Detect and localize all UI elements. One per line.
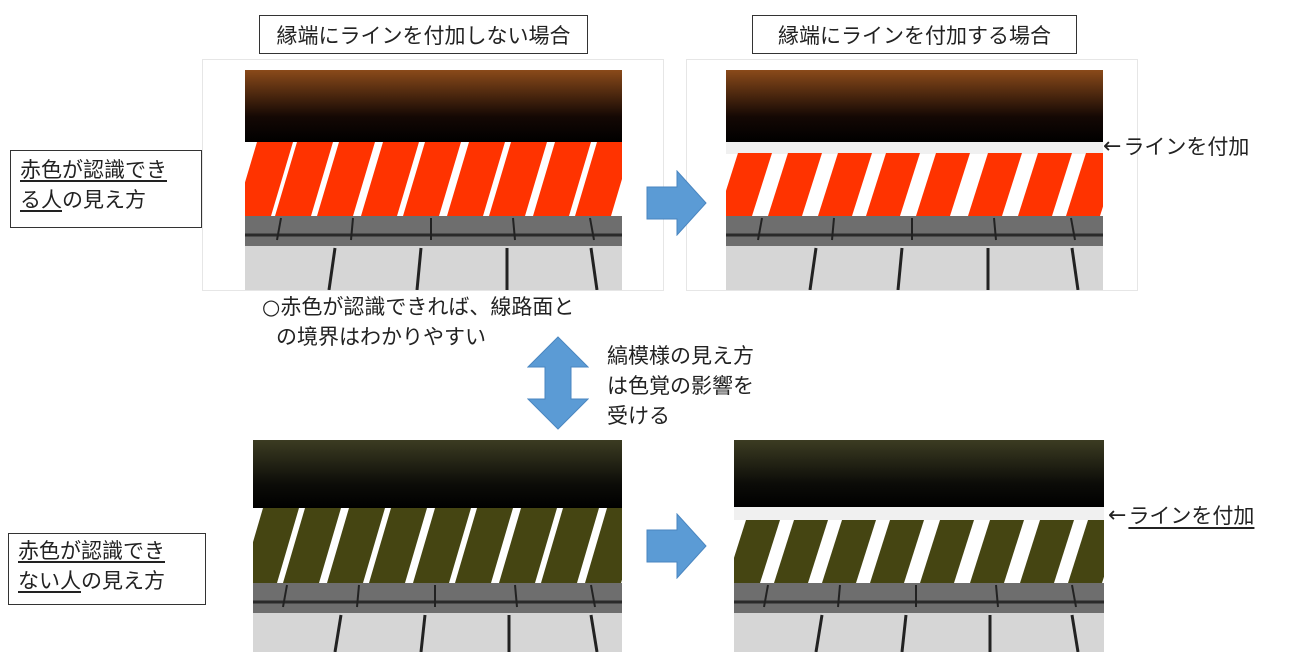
left-arrow-icon: ←: [1103, 133, 1122, 159]
track-area: [253, 440, 622, 508]
red-stripes: [245, 142, 622, 216]
curb: [734, 583, 1104, 613]
platform-red-without-line: [245, 70, 622, 290]
track-area: [245, 70, 622, 142]
track-area: [734, 440, 1104, 507]
header-without-line: 縁端にラインを付加しない場合: [259, 15, 588, 54]
header-without-line-text: 縁端にラインを付加しない場合: [276, 23, 571, 48]
row-label-red-not-visible-underlined-1: 赤色が認識でき: [18, 539, 165, 563]
curb: [253, 583, 622, 613]
boundary-note-line-2: の境界はわかりやすい: [276, 325, 486, 349]
curb: [245, 216, 622, 246]
stripe-note-line-2: は色覚の影響を: [607, 374, 754, 398]
boundary-note: ○赤色が認識できれば、線路面と の境界はわかりやすい: [262, 292, 574, 352]
stripe-note-line-3: 受ける: [607, 404, 670, 428]
boundary-note-line-1: ○赤色が認識できれば、線路面と: [262, 295, 575, 319]
blue-right-arrow-icon: [646, 170, 707, 236]
left-arrow-icon: ←: [1108, 502, 1127, 528]
platform-surface: [253, 613, 622, 652]
blue-right-arrow-icon: [646, 513, 707, 579]
stripe-note: 縞模様の見え方 は色覚の影響を 受ける: [607, 341, 754, 431]
top-right-frame: [686, 59, 1138, 291]
olive-stripes: [734, 520, 1104, 583]
row-label-red-visible-rest: の見え方: [62, 188, 146, 212]
added-edge-line: [734, 507, 1104, 520]
header-with-line: 縁端にラインを付加する場合: [752, 15, 1077, 54]
platform-surface: [734, 613, 1104, 652]
platform-olive-with-line: [734, 440, 1104, 652]
platform-red-with-line: [726, 70, 1103, 290]
red-stripes: [726, 153, 1103, 216]
blue-up-down-arrow-icon: [527, 336, 589, 430]
added-edge-line: [726, 142, 1103, 154]
platform-surface: [245, 246, 622, 290]
platform-surface: [726, 246, 1103, 290]
olive-stripes: [253, 508, 622, 583]
stripe-note-line-1: 縞模様の見え方: [607, 344, 754, 368]
curb: [726, 216, 1103, 246]
row-label-red-visible-underlined-1: 赤色が認識でき: [20, 158, 167, 182]
callout-add-line-bottom: ← ラインを付加: [1108, 497, 1254, 533]
top-left-frame: [202, 59, 664, 291]
row-label-red-not-visible-rest: の見え方: [81, 569, 165, 593]
row-label-red-not-visible-underlined-2: ない人: [18, 569, 81, 593]
callout-add-line-top: ← ラインを付加: [1103, 128, 1249, 164]
track-area: [726, 70, 1103, 142]
row-label-red-visible: 赤色が認識でき る人の見え方: [10, 150, 202, 228]
header-with-line-text: 縁端にラインを付加する場合: [778, 23, 1051, 48]
platform-olive-without-line: [253, 440, 622, 652]
callout-add-line-bottom-text: ラインを付加: [1128, 504, 1255, 528]
callout-add-line-top-text: ラインを付加: [1123, 135, 1250, 159]
row-label-red-not-visible: 赤色が認識でき ない人の見え方: [8, 533, 206, 605]
row-label-red-visible-underlined-2: る人: [20, 188, 62, 212]
